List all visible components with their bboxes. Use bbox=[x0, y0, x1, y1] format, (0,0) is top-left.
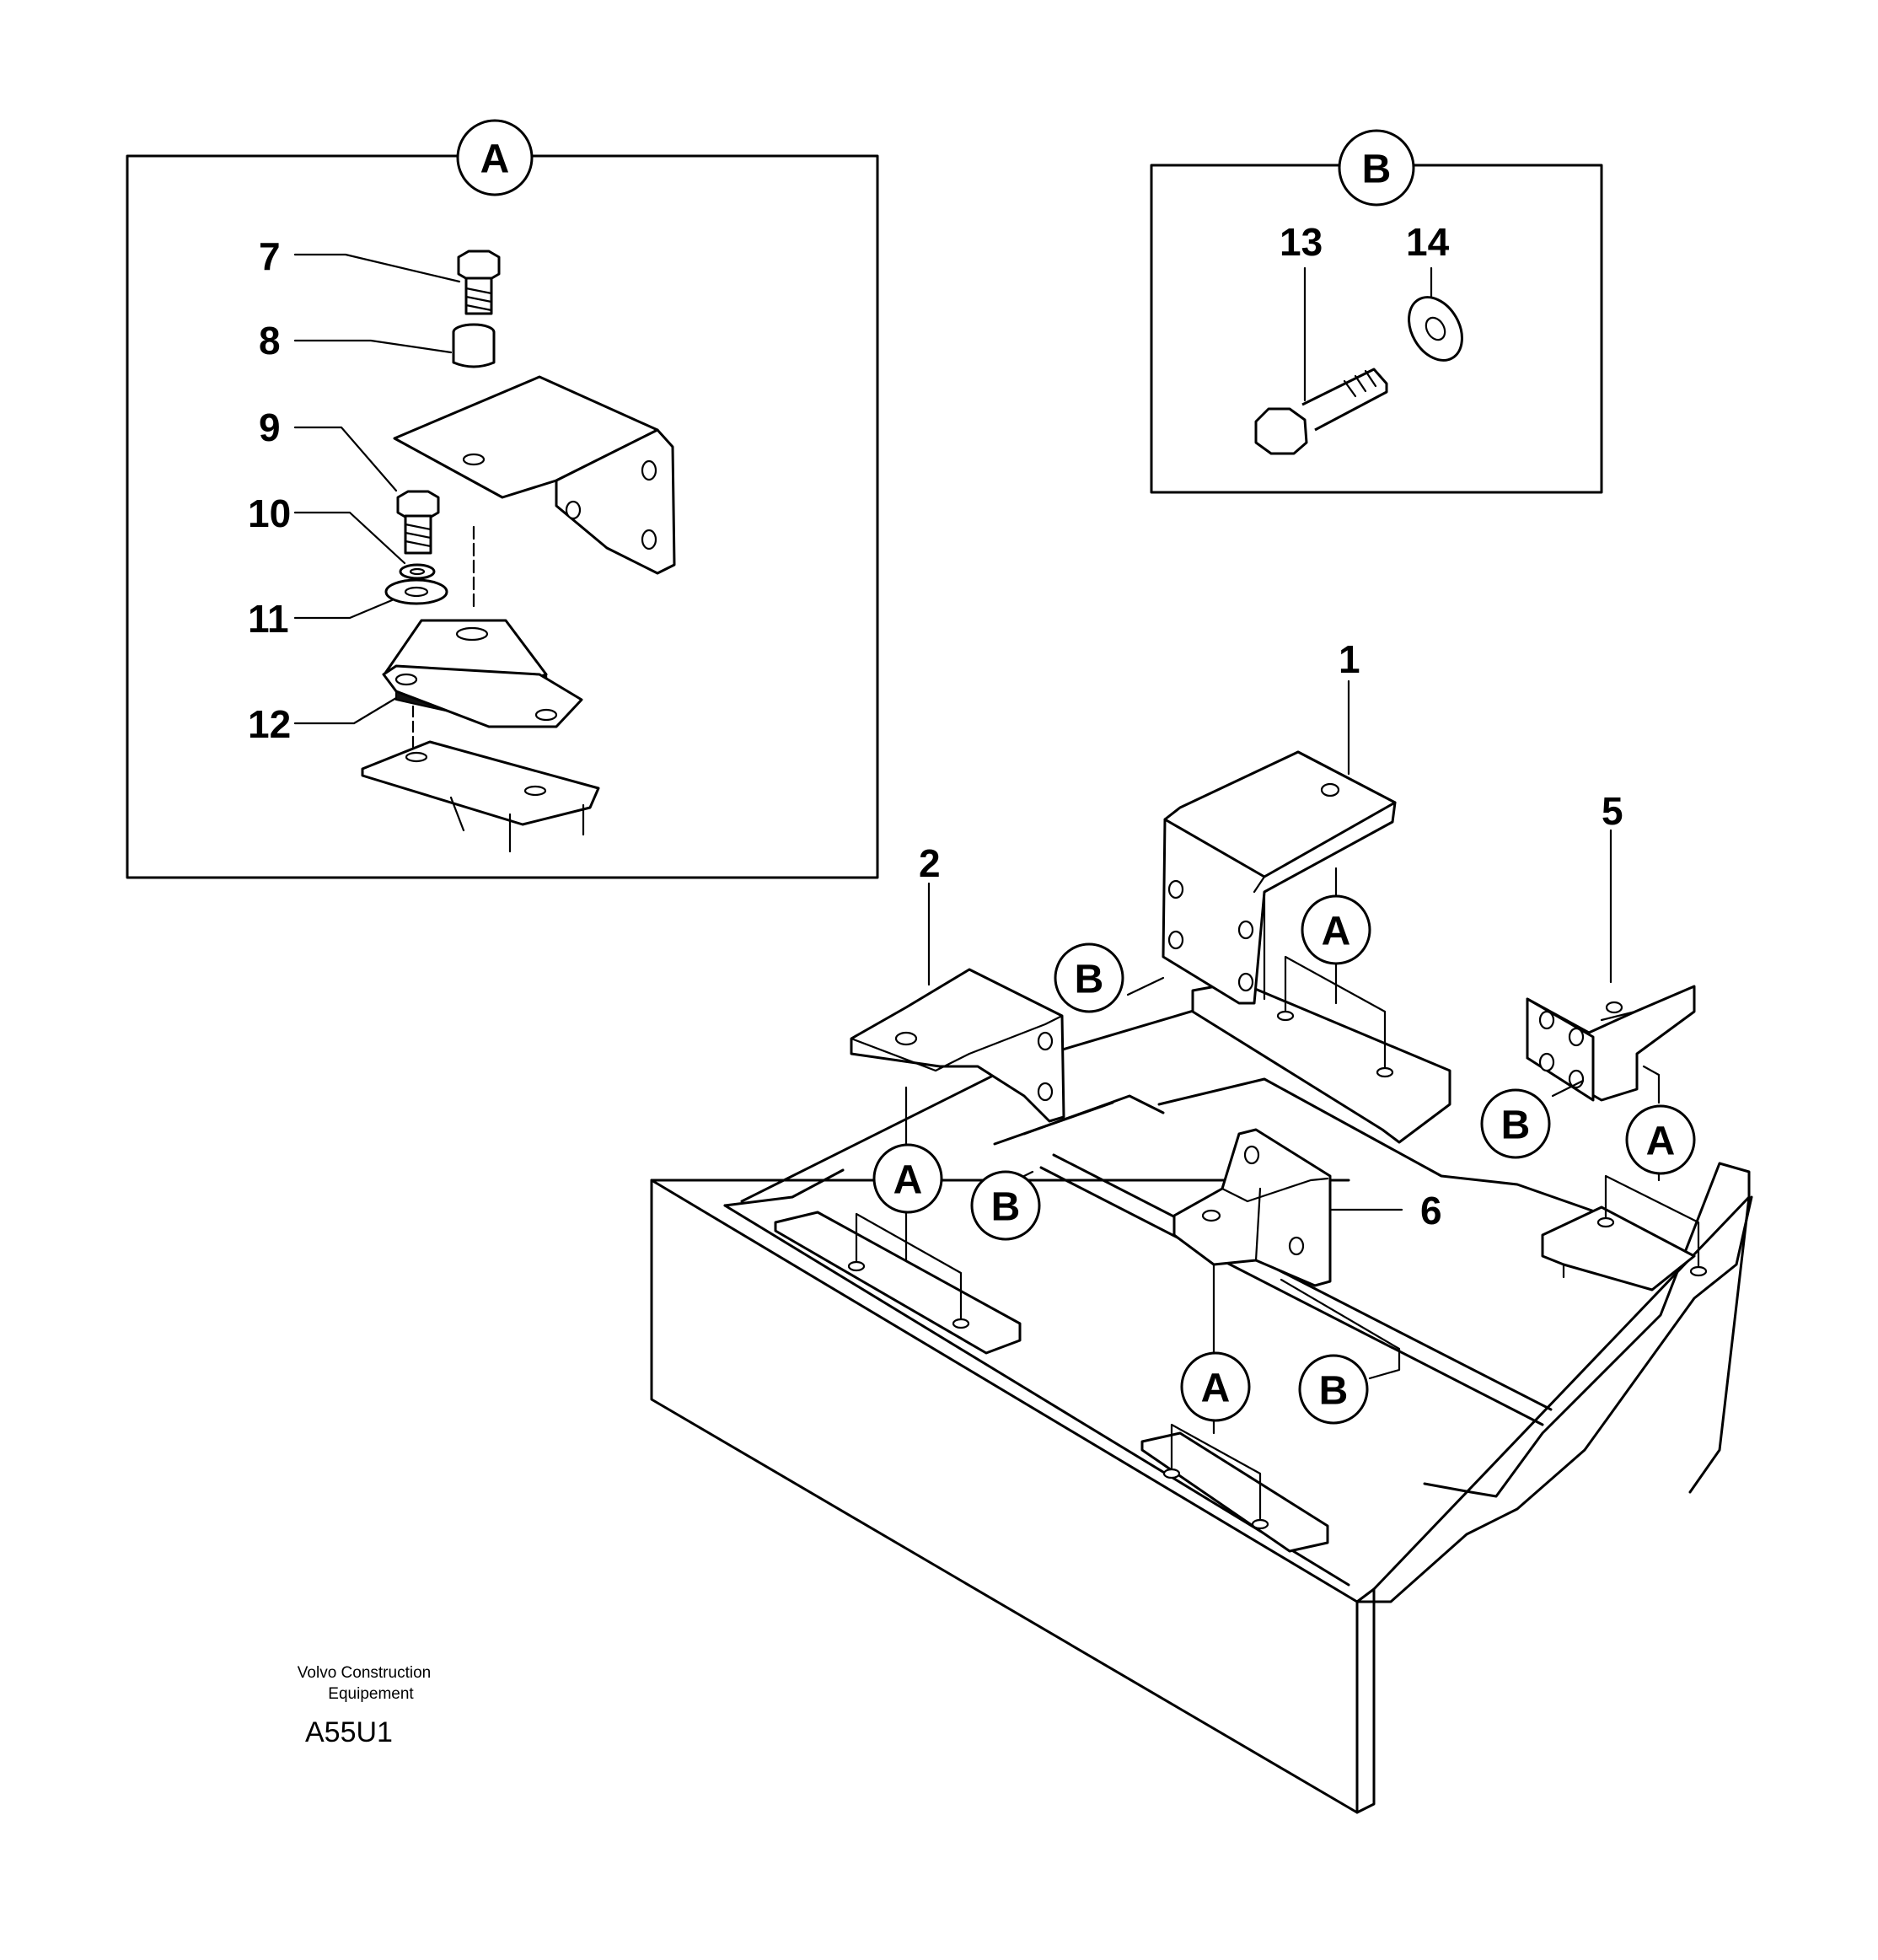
part-2-bracket bbox=[850, 968, 1065, 1123]
company-name-line1: Volvo Construction bbox=[298, 1664, 431, 1682]
part-6-bracket bbox=[1172, 1128, 1332, 1287]
part-1-bracket bbox=[1162, 750, 1397, 1005]
marker-b-part5: B bbox=[1480, 1088, 1551, 1159]
svg-text:B: B bbox=[1319, 1369, 1349, 1414]
svg-text:A: A bbox=[1322, 910, 1351, 954]
part-14-washer bbox=[1408, 296, 1463, 362]
marker-a-part1: A bbox=[1301, 894, 1371, 965]
svg-text:A: A bbox=[1201, 1367, 1231, 1411]
detail-a-lower-plate bbox=[361, 740, 600, 853]
detail-a-panel: A 7 8 9 10 11 12 bbox=[126, 119, 879, 879]
callout-1: 1 bbox=[1339, 637, 1360, 681]
marker-a-part6: A bbox=[1180, 1351, 1251, 1422]
callout-14: 14 bbox=[1406, 220, 1450, 264]
detail-a-label: A bbox=[480, 137, 510, 182]
svg-text:B: B bbox=[991, 1185, 1021, 1230]
detail-a-upper-bracket bbox=[393, 375, 676, 575]
marker-a-part2: A bbox=[872, 1143, 943, 1214]
detail-a-badge bbox=[456, 119, 534, 196]
marker-b-part1: B bbox=[1054, 942, 1124, 1013]
part-9-bolt bbox=[396, 490, 440, 555]
pad-front-center bbox=[1140, 1423, 1329, 1553]
marker-b-part2: B bbox=[970, 1170, 1041, 1241]
svg-text:B: B bbox=[1075, 958, 1104, 1002]
detail-b-badge bbox=[1338, 129, 1415, 207]
callout-11: 11 bbox=[248, 597, 289, 641]
svg-text:A: A bbox=[893, 1158, 923, 1203]
callout-10: 10 bbox=[248, 491, 291, 535]
svg-text:A: A bbox=[1646, 1120, 1676, 1164]
company-name-line2: Equipement bbox=[328, 1685, 414, 1703]
callout-8: 8 bbox=[259, 319, 281, 362]
marker-a-part5: A bbox=[1625, 1104, 1696, 1175]
marker-b-part6: B bbox=[1298, 1354, 1369, 1425]
part-11-washer bbox=[384, 578, 448, 605]
detail-b-panel: B 13 14 bbox=[1150, 129, 1603, 494]
main-assembly: 1 2 5 6 A A A A B B bbox=[650, 637, 1753, 1814]
footer: Volvo Construction Equipement A55U1 bbox=[298, 1664, 431, 1748]
callout-7: 7 bbox=[259, 234, 281, 278]
part-7-bolt bbox=[457, 250, 501, 315]
base-frame bbox=[650, 993, 1753, 1814]
callout-12: 12 bbox=[248, 702, 291, 746]
pad-front-left bbox=[774, 1211, 1022, 1355]
callout-5: 5 bbox=[1602, 789, 1623, 833]
part-5-bracket bbox=[1526, 985, 1696, 1102]
part-10-lockwasher bbox=[399, 563, 436, 580]
callout-9: 9 bbox=[259, 405, 281, 449]
part-12-rubber-mount bbox=[382, 619, 583, 728]
callout-6: 6 bbox=[1420, 1189, 1442, 1232]
callout-2: 2 bbox=[919, 841, 941, 885]
svg-text:B: B bbox=[1501, 1104, 1531, 1148]
part-8-spacer bbox=[452, 323, 496, 368]
drawing-code: A55U1 bbox=[305, 1716, 393, 1748]
detail-b-label: B bbox=[1362, 148, 1392, 192]
part-13-bolt bbox=[1254, 368, 1388, 455]
pad-right bbox=[1541, 1174, 1708, 1291]
callout-13: 13 bbox=[1280, 220, 1323, 264]
